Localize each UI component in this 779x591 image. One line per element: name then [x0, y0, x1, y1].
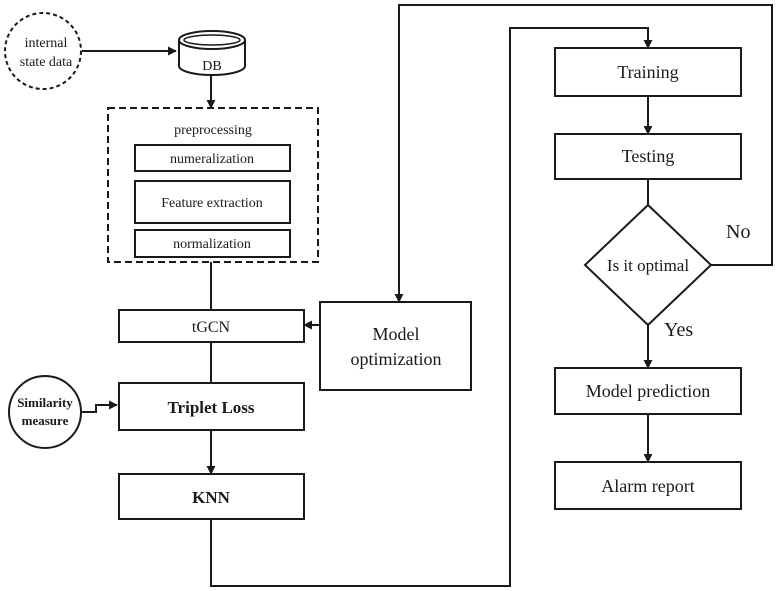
model-prediction-box	[554, 367, 742, 415]
preprocessing-title: preprocessing	[174, 123, 252, 138]
training-box	[554, 47, 742, 97]
model-optimization-box	[319, 301, 472, 391]
edge-label-no: No	[726, 221, 750, 243]
decision-diamond	[583, 203, 713, 327]
tgcn-label: tGCN	[192, 319, 231, 336]
training-label: Training	[617, 62, 678, 82]
edge-decision-no	[394, 4, 773, 303]
node-tgcn: tGCN	[118, 309, 305, 343]
numeralization-box	[134, 144, 291, 172]
node-testing: Testing	[554, 133, 742, 180]
model-prediction-label: Model prediction	[586, 381, 710, 401]
node-triplet-loss: Triplet Loss	[118, 382, 305, 431]
node-model-prediction: Model prediction	[554, 367, 742, 415]
internal-state-line2: state data	[20, 55, 73, 70]
node-alarm-report: Alarm report	[554, 461, 742, 510]
internal-state-cloud-shape	[4, 12, 82, 90]
feature-extraction-label: Feature extraction	[161, 196, 262, 211]
node-internal-state-data: internal state data	[4, 12, 82, 90]
db-cylinder-top-inner	[183, 34, 241, 46]
feature-extraction-box	[134, 180, 291, 224]
edge-label-yes: Yes	[664, 319, 693, 341]
triplet-loss-box	[118, 382, 305, 431]
node-preprocessing: preprocessing numeralization Feature ext…	[107, 107, 319, 263]
edge-similarity-to-triplet	[81, 400, 118, 413]
knn-label: KNN	[192, 488, 231, 507]
node-decision: Is it optimal	[583, 203, 713, 327]
model-optimization-line1: Model	[373, 324, 420, 344]
normalization-box	[134, 229, 291, 258]
edge-knn-to-training	[210, 27, 653, 587]
knn-box	[118, 473, 305, 520]
numeralization-label: numeralization	[170, 152, 254, 167]
node-knn: KNN	[118, 473, 305, 520]
node-training: Training	[554, 47, 742, 97]
tgcn-box	[118, 309, 305, 343]
testing-label: Testing	[622, 146, 675, 166]
connectors	[81, 4, 773, 587]
node-db: DB	[178, 30, 246, 76]
decision-label: Is it optimal	[607, 256, 689, 275]
triplet-loss-label: Triplet Loss	[167, 398, 254, 417]
normalization-label: normalization	[173, 237, 251, 252]
model-optimization-line2: optimization	[351, 349, 442, 369]
testing-box	[554, 133, 742, 180]
alarm-report-label: Alarm report	[601, 476, 694, 496]
node-similarity-measure: Similarity measure	[8, 375, 82, 449]
similarity-line2: measure	[22, 413, 69, 428]
node-model-optimization: Model optimization	[319, 301, 472, 391]
similarity-circle-shape	[8, 375, 82, 449]
internal-state-line1: internal	[25, 36, 68, 51]
db-label: DB	[202, 59, 221, 74]
alarm-report-box	[554, 461, 742, 510]
similarity-line1: Similarity	[17, 395, 73, 410]
